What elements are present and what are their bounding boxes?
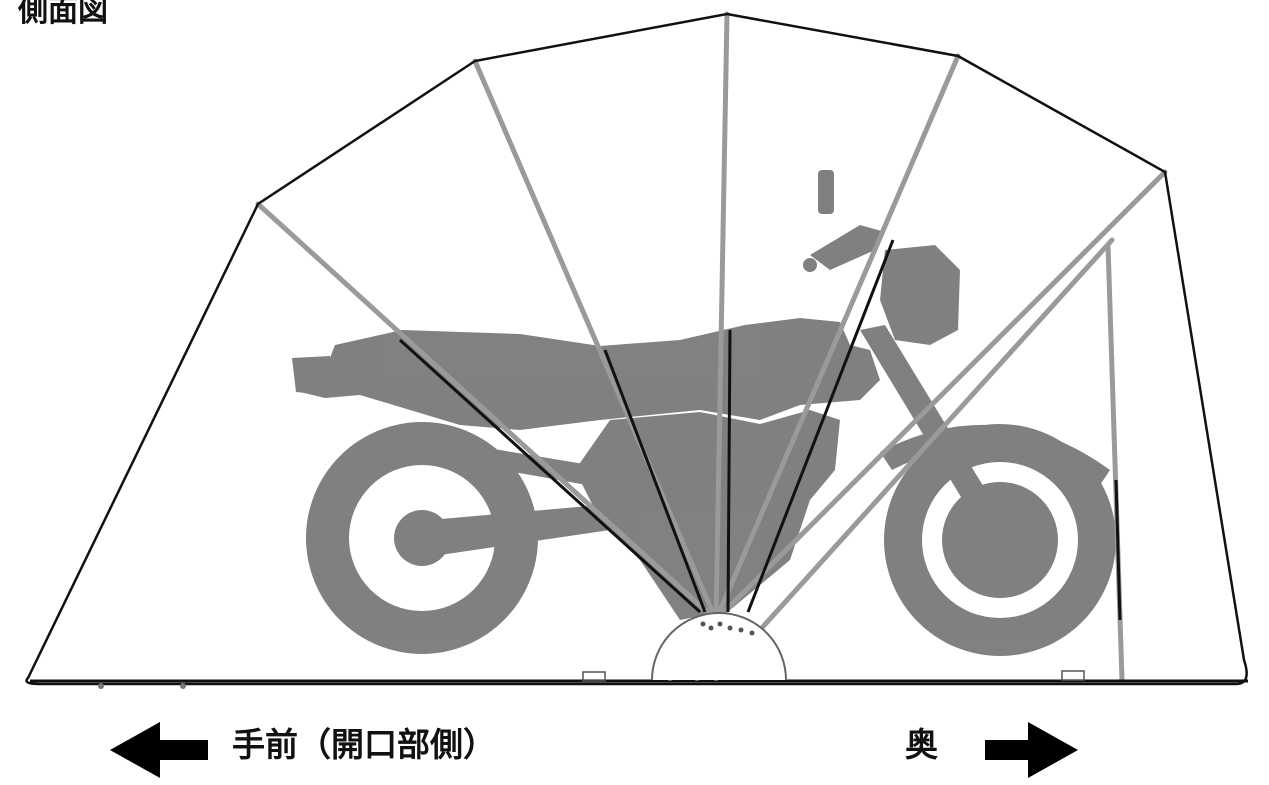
front-direction-label: 手前（開口部側） [232, 725, 496, 764]
pole-4 [713, 53, 961, 623]
pole-2 [472, 58, 719, 623]
swingarm [430, 505, 610, 555]
hub [651, 612, 787, 681]
pole-3 [713, 11, 730, 623]
base-rail [30, 670, 1248, 689]
motorcycle-silhouette [292, 170, 1116, 656]
seat-and-tank [295, 318, 880, 430]
pole-shadows [398, 239, 1122, 621]
engine [575, 410, 840, 620]
partial-header-label: 側面図 [18, 0, 108, 29]
tail-light [292, 356, 332, 395]
pole-6 [757, 237, 1115, 633]
exhaust [435, 440, 620, 490]
pole-1 [255, 201, 719, 623]
mirror [818, 170, 834, 214]
headlight [880, 245, 960, 345]
arrow-left-icon [110, 722, 208, 778]
back-direction-label: 奥 [905, 725, 938, 764]
arrow-right-icon [985, 722, 1078, 778]
pole-5 [713, 169, 1168, 623]
handlebar [810, 225, 885, 270]
